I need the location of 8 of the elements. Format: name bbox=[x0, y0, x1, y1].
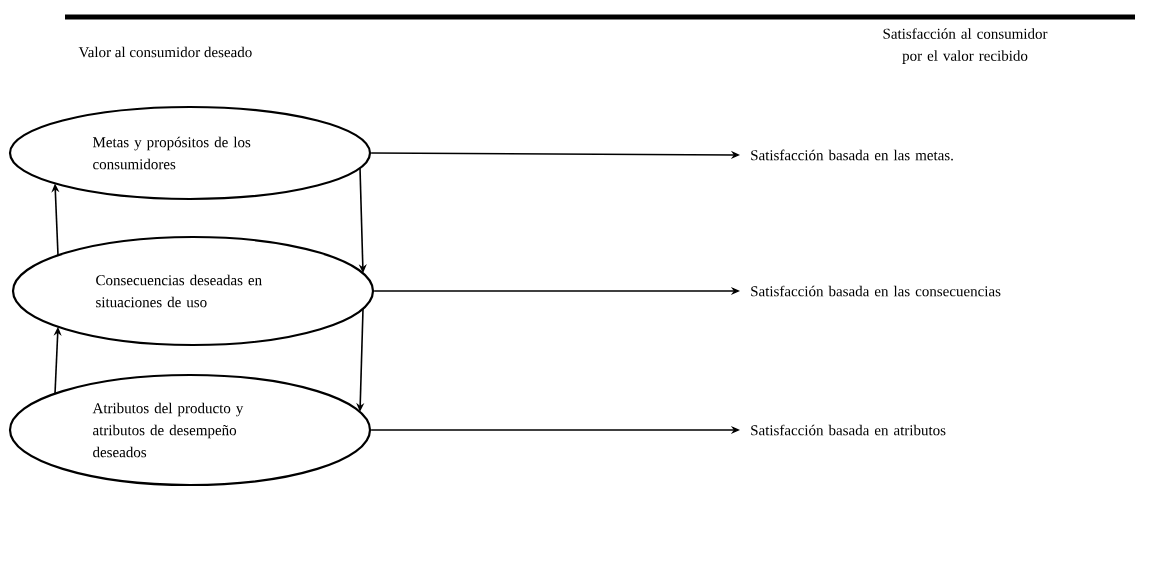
result-text: Satisfacción basada en atributos bbox=[751, 424, 946, 436]
result-text: Satisfacción basada en las consecuencias bbox=[751, 285, 1001, 297]
ellipse-node: Atributos del producto y atributos de desempeño deseados bbox=[8, 373, 372, 487]
column-heading: Valor al consumidor deseado bbox=[78, 46, 252, 58]
ellipse-node: Consecuencias deseadas en situaciones de uso bbox=[11, 235, 375, 347]
result-text: Satisfacción basada en las metas. bbox=[751, 149, 953, 161]
ellipse-node: Metas y propósitos de los consumidores bbox=[8, 105, 372, 201]
column-heading: Satisfacción al consumidor por el valor recibido bbox=[883, 28, 1048, 64]
